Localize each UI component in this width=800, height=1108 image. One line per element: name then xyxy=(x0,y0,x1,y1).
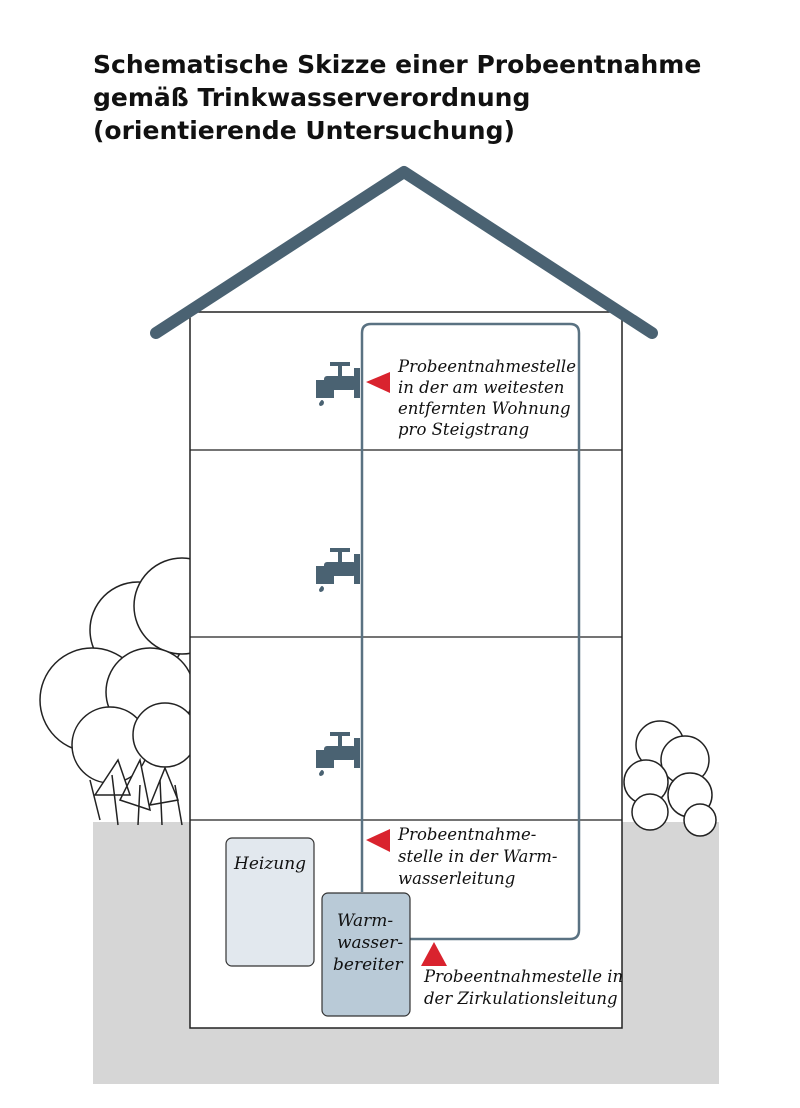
tree-left xyxy=(39,557,231,826)
label-warm-water-line-1: Probeentnahme- xyxy=(397,825,536,844)
bush-right xyxy=(623,720,717,837)
heizung-label: Heizung xyxy=(233,854,306,874)
boiler-label-line-2: wasser- xyxy=(337,933,403,953)
label-top-tap-line-3: entfernten Wohnung xyxy=(398,399,571,418)
label-top-tap-line-4: pro Steigstrang xyxy=(398,420,529,439)
label-top-tap-line-1: Probeentnahmestelle xyxy=(397,357,576,376)
sampling-point-marker-top xyxy=(366,372,390,393)
title-line-3: (orientierende Untersuchung) xyxy=(93,116,515,145)
label-top-tap-line-2: in der am weitesten xyxy=(398,378,564,397)
sampling-point-marker-circulation xyxy=(421,942,447,966)
title-line-2: gemäß Trinkwasserverordnung xyxy=(93,83,530,112)
water-tap-icon xyxy=(316,362,360,406)
label-circulation-line-2: der Zirkulationsleitung xyxy=(424,989,618,1008)
label-circulation-line-1: Probeentnahmestelle in xyxy=(423,967,623,986)
heizung-box xyxy=(225,837,315,967)
label-warm-water-line-2: stelle in der Warm- xyxy=(398,847,558,866)
warmwasserbereiter-box xyxy=(321,892,411,1017)
sampling-point-marker-warm-water xyxy=(366,829,390,852)
water-tap-icon xyxy=(316,732,360,776)
roof xyxy=(150,166,658,339)
water-pipe-loop xyxy=(360,322,581,941)
boiler-label-line-3: bereiter xyxy=(333,955,403,975)
title-line-1: Schematische Skizze einer Probeentnahme xyxy=(93,50,701,79)
label-warm-water-line-3: wasserleitung xyxy=(398,869,515,888)
water-tap-icon xyxy=(316,548,360,592)
boiler-label-line-1: Warm- xyxy=(337,911,393,931)
